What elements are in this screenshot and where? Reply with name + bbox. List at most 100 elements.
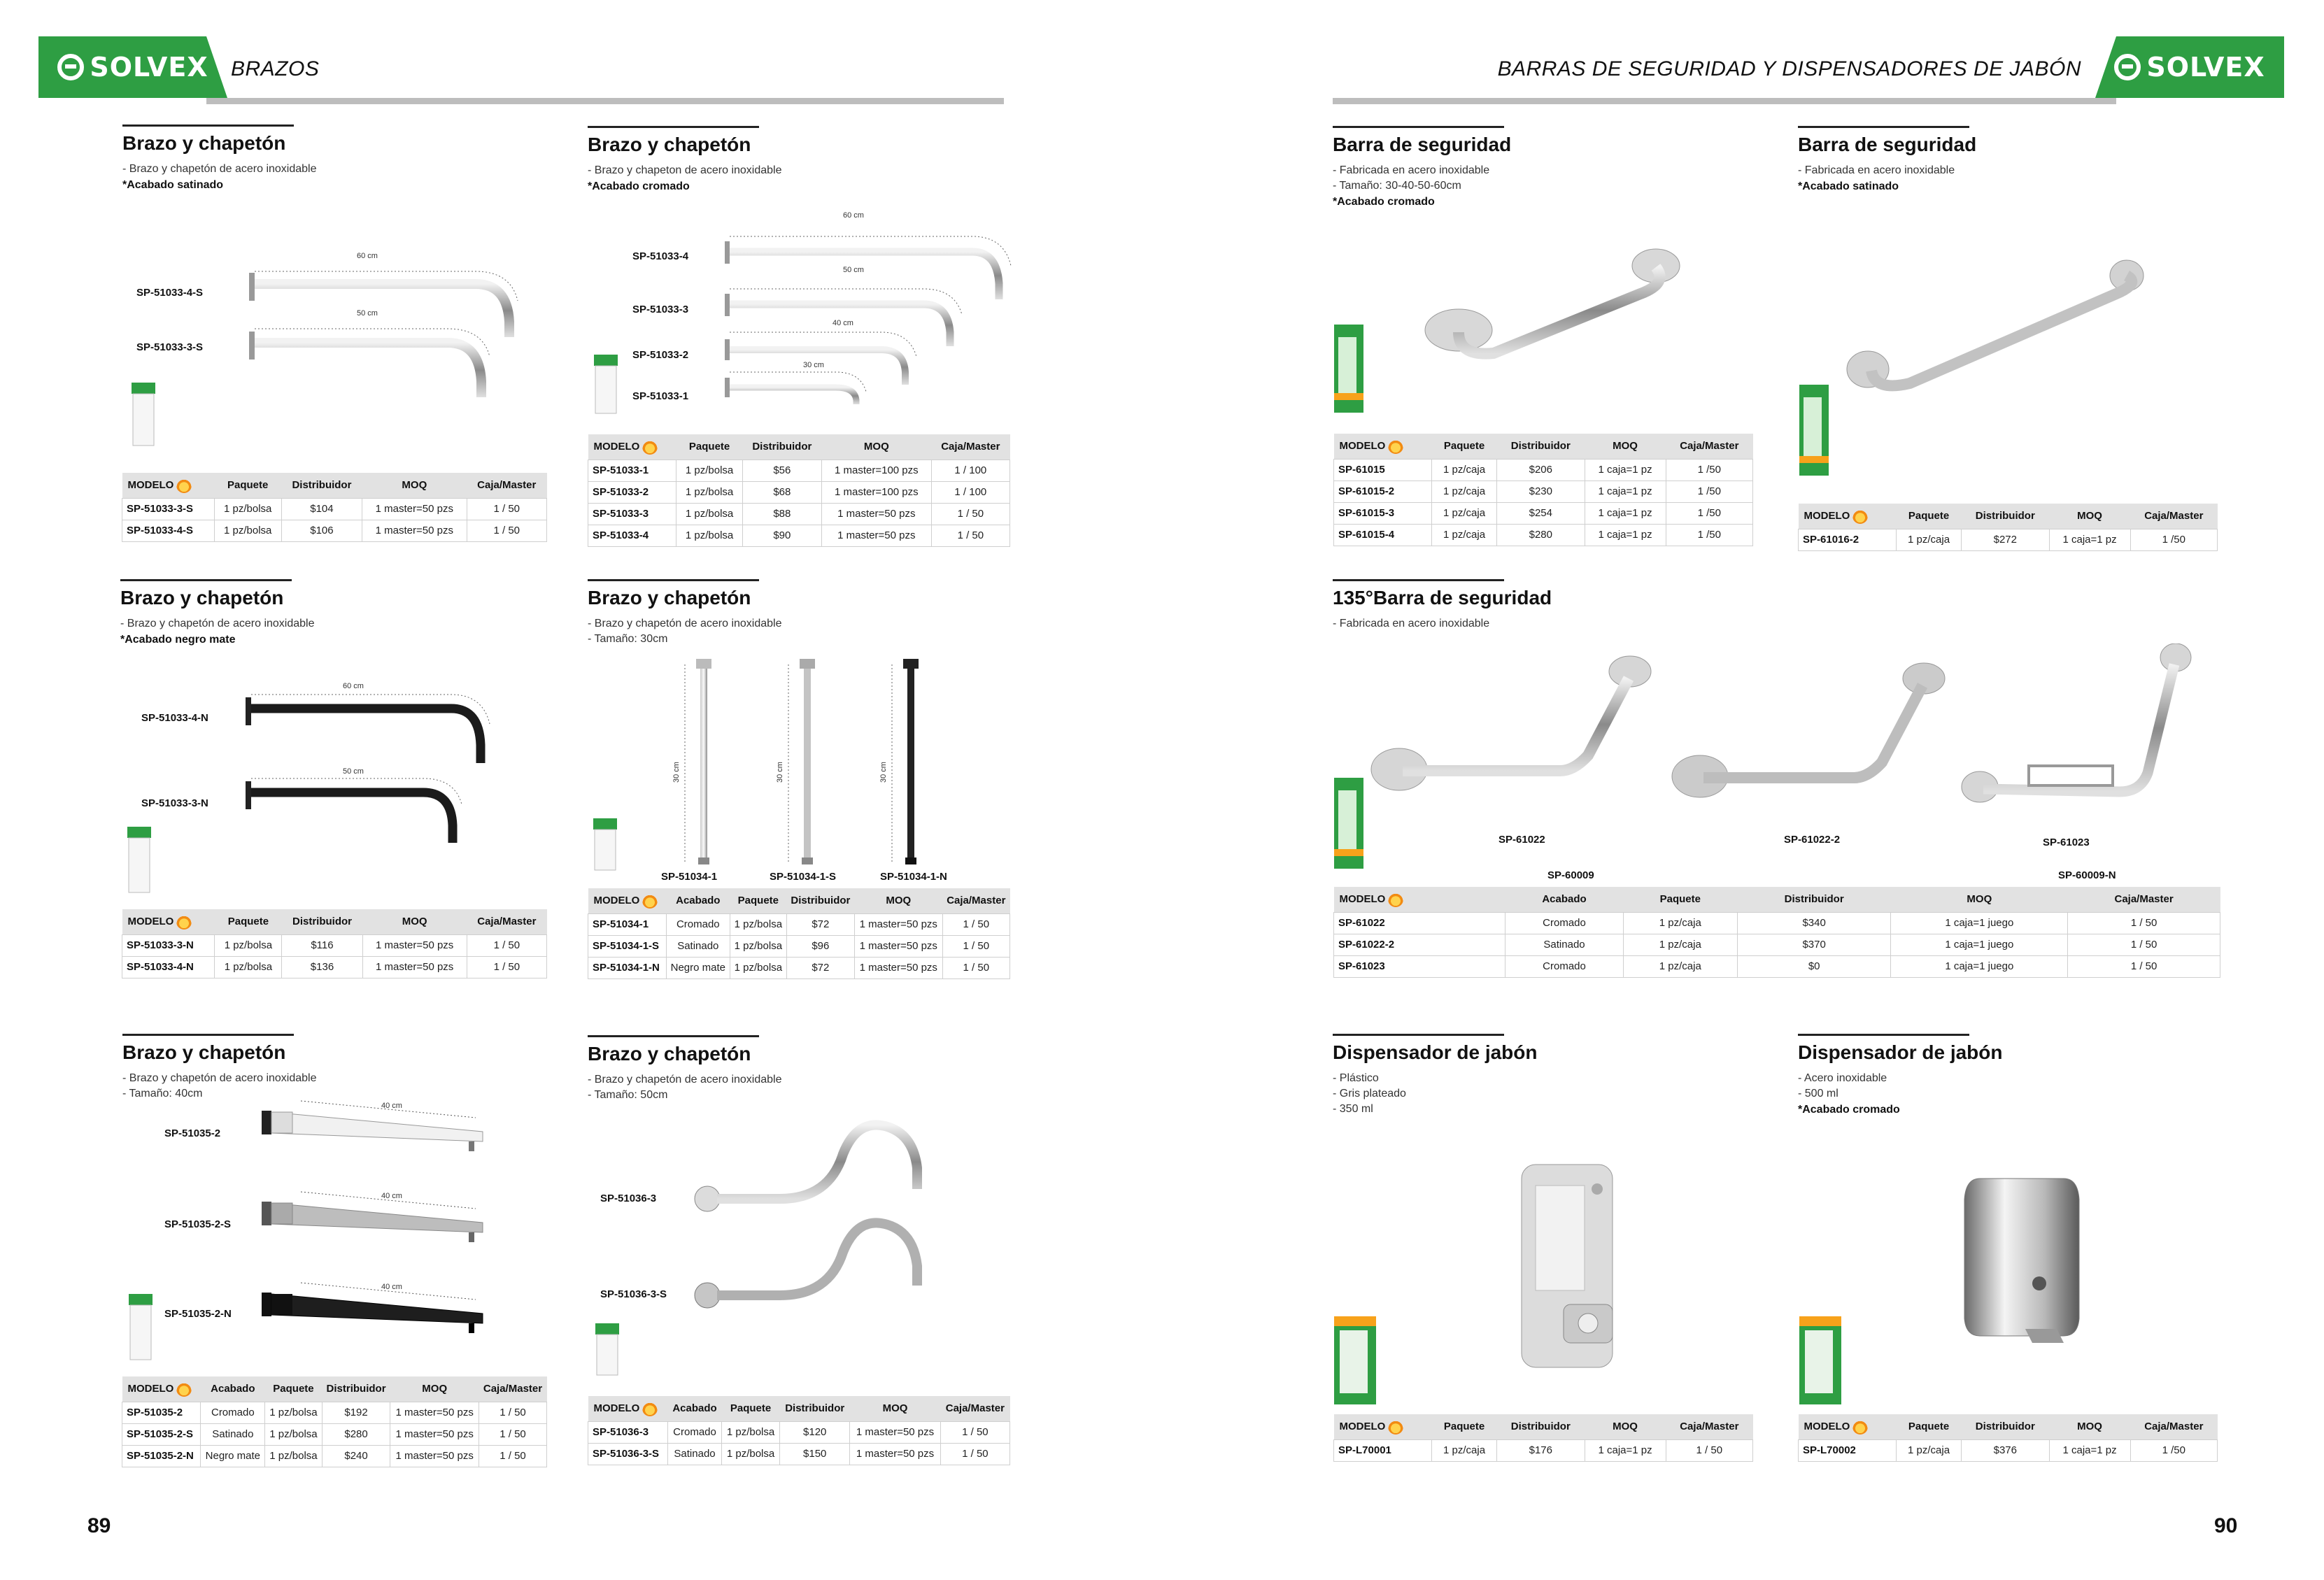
- price-table-p8: MODELO Paquete Distribuidor MOQ Caja/Mas…: [1797, 504, 2218, 551]
- col-header-modelo: MODELO: [1333, 1414, 1432, 1439]
- product-desc: - Gris plateado: [1333, 1088, 1406, 1099]
- arm-illustration-p2: [721, 217, 1028, 406]
- gooseneck-illustration-p6: [689, 1112, 948, 1322]
- angle-bar-illustration-p9: [1364, 643, 2225, 818]
- sun-icon: [642, 1400, 658, 1416]
- col-header-modelo: MODELO: [122, 909, 215, 934]
- price-table-p3: MODELO Paquete Distribuidor MOQ Caja/Mas…: [121, 909, 548, 978]
- dim-label: 60 cm: [343, 682, 364, 690]
- col-header-acabado: Acabado: [200, 1376, 265, 1402]
- col-header-paquete: Paquete: [214, 909, 282, 934]
- block-rule: [1333, 1034, 1504, 1036]
- block-rule: [122, 124, 294, 127]
- col-header-caja: Caja/Master: [2067, 887, 2220, 912]
- col-header-distribuidor: Distribuidor: [742, 434, 822, 460]
- product-block-p5: Brazo y chapetón - Brazo y chapetón de a…: [122, 1034, 317, 1102]
- product-desc: - Acero inoxidable: [1798, 1072, 1887, 1084]
- dim-label: 30 cm: [803, 361, 824, 369]
- logo-mark-icon: [2114, 54, 2141, 80]
- col-header-paquete: Paquete: [264, 1376, 323, 1402]
- product-desc: - 350 ml: [1333, 1103, 1373, 1115]
- package-thumbnail: [126, 381, 161, 451]
- product-box-thumbnail: [1333, 776, 1365, 874]
- model-label: SP-51033-4-S: [136, 287, 204, 299]
- dim-label: 60 cm: [843, 211, 864, 220]
- solvex-logo: SOLVEX: [2114, 52, 2265, 83]
- col-header-moq: MOQ: [1585, 1414, 1666, 1439]
- grab-bar-illustration-p8: [1840, 252, 2155, 406]
- col-header-modelo: MODELO: [588, 1396, 668, 1421]
- col-header-paquete: Paquete: [676, 434, 743, 460]
- product-finish: *Acabado cromado: [588, 180, 690, 192]
- model-label: SP-51035-2-S: [164, 1218, 232, 1230]
- col-header-moq: MOQ: [821, 434, 932, 460]
- block-rule: [120, 579, 292, 581]
- product-finish: *Acabado cromado: [1333, 196, 1435, 208]
- model-label: SP-51036-3-S: [600, 1288, 667, 1300]
- block-rule: [1798, 1034, 1969, 1036]
- square-arm-illustration-p5: [259, 1098, 490, 1378]
- model-label: SP-51035-2-N: [164, 1308, 232, 1320]
- product-block-p1: Brazo y chapetón - Brazo y chapetón de a…: [122, 124, 317, 194]
- col-header-moq: MOQ: [854, 888, 943, 913]
- col-header-modelo: MODELO: [588, 434, 676, 460]
- model-label: SP-51033-2: [632, 349, 689, 361]
- sun-icon: [1852, 1418, 1869, 1435]
- col-header-caja: Caja/Master: [2130, 504, 2218, 529]
- col-header-caja: Caja/Master: [940, 1396, 1010, 1421]
- product-title: Barra de seguridad: [1333, 134, 1512, 155]
- dim-label: 30 cm: [672, 762, 681, 783]
- package-thumbnail: [590, 353, 622, 420]
- col-header-moq: MOQ: [2049, 1414, 2131, 1439]
- col-header-acabado: Acabado: [1505, 887, 1624, 912]
- price-table-p5: MODELO Acabado Paquete Distribuidor MOQ …: [121, 1376, 548, 1467]
- price-table-p6: MODELO Acabado Paquete Distribuidor MOQ …: [587, 1396, 1011, 1465]
- block-rule: [588, 579, 759, 581]
- col-header-modelo: MODELO: [1798, 1414, 1897, 1439]
- product-desc: - Tamaño: 40cm: [122, 1088, 203, 1099]
- block-rule: [588, 126, 759, 128]
- left-page-header: SOLVEX BRAZOS: [38, 36, 1004, 104]
- product-block-p11: Dispensador de jabón - Acero inoxidable …: [1798, 1034, 2003, 1118]
- col-header-distribuidor: Distribuidor: [779, 1396, 850, 1421]
- product-block-p4: Brazo y chapetón - Brazo y chapetón de a…: [588, 579, 782, 647]
- soap-dispenser-illustration-p10: [1515, 1158, 1627, 1374]
- product-title: Brazo y chapetón: [588, 134, 751, 155]
- price-table-p7: MODELO Paquete Distribuidor MOQ Caja/Mas…: [1333, 434, 1754, 546]
- product-block-p8: Barra de seguridad - Fabricada en acero …: [1798, 126, 1976, 195]
- package-thumbnail: [591, 1322, 623, 1381]
- soap-dispenser-illustration-p11: [1959, 1172, 2092, 1346]
- product-desc: - Brazo y chapetón de acero inoxidable: [588, 618, 782, 629]
- block-rule: [122, 1034, 294, 1036]
- col-header-paquete: Paquete: [1896, 1414, 1962, 1439]
- col-header-modelo: MODELO: [588, 888, 667, 913]
- col-header-caja: Caja/Master: [2130, 1414, 2218, 1439]
- product-title: Brazo y chapetón: [122, 132, 286, 154]
- col-header-moq: MOQ: [362, 909, 467, 934]
- product-title: 135°Barra de seguridad: [1333, 587, 1552, 608]
- block-rule: [588, 1035, 759, 1037]
- arm-illustration-p1: [245, 259, 553, 413]
- model-label: SP-51036-3: [600, 1193, 657, 1204]
- col-header-modelo: MODELO: [1798, 504, 1897, 529]
- product-box-thumbnail: [1333, 1315, 1377, 1409]
- model-label: SP-51034-1: [661, 871, 718, 883]
- sun-icon: [176, 1381, 192, 1397]
- package-thumbnail: [125, 1293, 157, 1366]
- dim-label: 50 cm: [843, 266, 864, 274]
- model-label: SP-61022: [1498, 834, 1545, 846]
- product-finish: *Acabado negro mate: [120, 634, 236, 646]
- dim-label: 40 cm: [381, 1283, 402, 1291]
- col-header-paquete: Paquete: [730, 888, 787, 913]
- col-header-caja: Caja/Master: [479, 1376, 547, 1402]
- dim-label: 40 cm: [381, 1192, 402, 1200]
